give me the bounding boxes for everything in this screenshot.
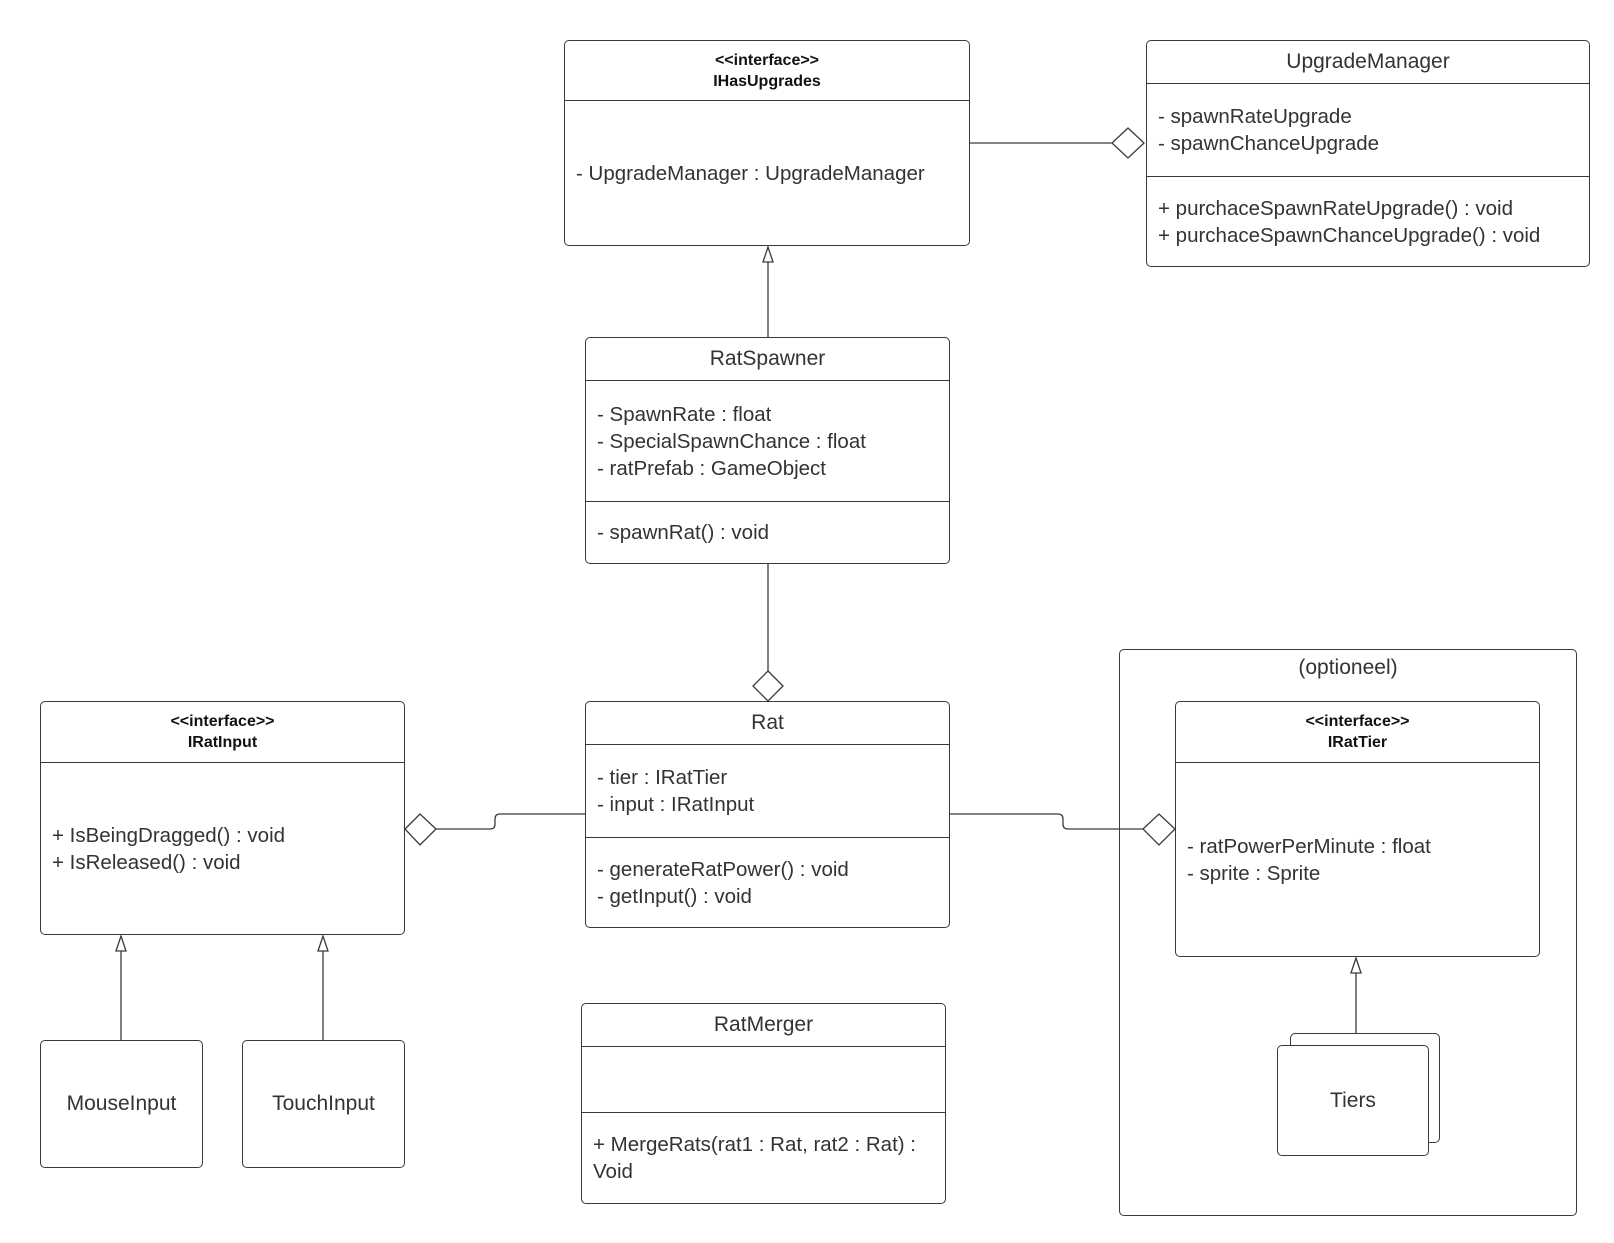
attributes-section: - UpgradeManager : UpgradeManager <box>565 101 969 245</box>
stereotype-label: <<interface>> <box>170 713 275 730</box>
realization-arrow-tiers <box>1350 955 1362 974</box>
method: - spawnRat() : void <box>597 521 770 544</box>
realization-arrow-mouseinput <box>115 933 127 952</box>
class-name: RatSpawner <box>709 347 826 370</box>
method: + MergeRats(rat1 : Rat, rat2 : Rat) : Vo… <box>593 1132 916 1183</box>
class-header: UpgradeManager <box>1147 41 1589 84</box>
class-name: UpgradeManager <box>1286 50 1450 73</box>
class-iratinput[interactable]: <<interface>> IRatInput + IsBeingDragged… <box>40 701 405 935</box>
attribute: - ratPrefab : GameObject <box>597 456 827 480</box>
methods-section: - spawnRat() : void <box>586 501 949 563</box>
optional-group-frame: (optioneel) <box>1119 649 1577 1216</box>
class-rat[interactable]: Rat - tier : IRatTier - input : IRatInpu… <box>585 701 950 928</box>
attributes-section <box>582 1047 945 1112</box>
class-mouseinput[interactable]: MouseInput <box>40 1040 203 1168</box>
class-ratmerger[interactable]: RatMerger + MergeRats(rat1 : Rat, rat2 :… <box>581 1003 946 1204</box>
class-name: TouchInput <box>272 1092 375 1115</box>
aggregation-line-irattier <box>948 813 1143 830</box>
aggregation-diamond-iratinput <box>404 813 437 846</box>
optional-group-label: (optioneel) <box>1298 656 1398 679</box>
class-header: RatSpawner <box>586 338 949 381</box>
class-touchinput[interactable]: TouchInput <box>242 1040 405 1168</box>
class-name: IRatTier <box>1327 734 1388 751</box>
method: + purchaceSpawnRateUpgrade() : void <box>1158 196 1513 220</box>
class-ratspawner[interactable]: RatSpawner - SpawnRate : float - Special… <box>585 337 950 564</box>
class-header: <<interface>> IHasUpgrades <box>565 41 969 101</box>
class-name: Tiers <box>1330 1088 1376 1112</box>
class-upgrademanager[interactable]: UpgradeManager - spawnRateUpgrade - spaw… <box>1146 40 1590 267</box>
attribute: - input : IRatInput <box>597 793 755 816</box>
class-header: <<interface>> IRatInput <box>41 702 404 763</box>
stereotype-label: <<interface>> <box>714 51 820 69</box>
aggregation-diamond-upgrademanager <box>1111 127 1145 159</box>
method: + purchaceSpawnChanceUpgrade() : void <box>1158 223 1541 247</box>
class-header: <<interface>> IRatTier <box>1176 702 1539 763</box>
attribute: - spawnChanceUpgrade <box>1158 132 1380 155</box>
class-name: RatMerger <box>713 1013 814 1036</box>
realization-arrow-touchinput <box>317 933 329 952</box>
aggregation-line-iratinput <box>436 813 585 830</box>
methods-section: + IsBeingDragged() : void + IsReleased()… <box>41 763 404 934</box>
class-name: IRatInput <box>187 734 258 751</box>
attributes-section: - tier : IRatTier - input : IRatInput <box>586 745 949 837</box>
methods-section: - generateRatPower() : void - getInput()… <box>586 837 949 927</box>
stereotype-label: <<interface>> <box>1305 713 1410 730</box>
class-tiers[interactable]: Tiers <box>1277 1045 1429 1156</box>
method: - getInput() : void <box>597 884 752 908</box>
attribute: - SpecialSpawnChance : float <box>597 429 866 453</box>
methods-section: + MergeRats(rat1 : Rat, rat2 : Rat) : Vo… <box>582 1112 945 1202</box>
attribute: - UpgradeManager : UpgradeManager <box>576 161 925 185</box>
method: + IsBeingDragged() : void <box>52 823 286 847</box>
attribute: - tier : IRatTier <box>597 766 728 789</box>
class-header: RatMerger <box>582 1004 945 1047</box>
class-name: MouseInput <box>66 1092 177 1115</box>
class-header: Rat <box>586 702 949 745</box>
aggregation-diamond-rat <box>752 670 784 702</box>
class-name: IHasUpgrades <box>713 72 821 90</box>
attributes-section: - spawnRateUpgrade - spawnChanceUpgrade <box>1147 84 1589 176</box>
attribute: - ratPowerPerMinute : float <box>1187 834 1431 858</box>
attribute: - sprite : Sprite <box>1187 861 1321 885</box>
attribute: - spawnRateUpgrade <box>1158 105 1352 128</box>
method: - generateRatPower() : void <box>597 857 849 881</box>
class-ihasupgrades[interactable]: <<interface>> IHasUpgrades - UpgradeMana… <box>564 40 970 246</box>
attributes-section: - SpawnRate : float - SpecialSpawnChance… <box>586 381 949 501</box>
method: + IsReleased() : void <box>52 850 241 874</box>
class-name: Rat <box>751 711 784 734</box>
class-irattier[interactable]: <<interface>> IRatTier - ratPowerPerMinu… <box>1175 701 1540 957</box>
realization-arrow-ratspawner <box>762 244 774 263</box>
attribute: - SpawnRate : float <box>597 402 772 426</box>
attributes-section: - ratPowerPerMinute : float - sprite : S… <box>1176 763 1539 956</box>
methods-section: + purchaceSpawnRateUpgrade() : void + pu… <box>1147 176 1589 266</box>
